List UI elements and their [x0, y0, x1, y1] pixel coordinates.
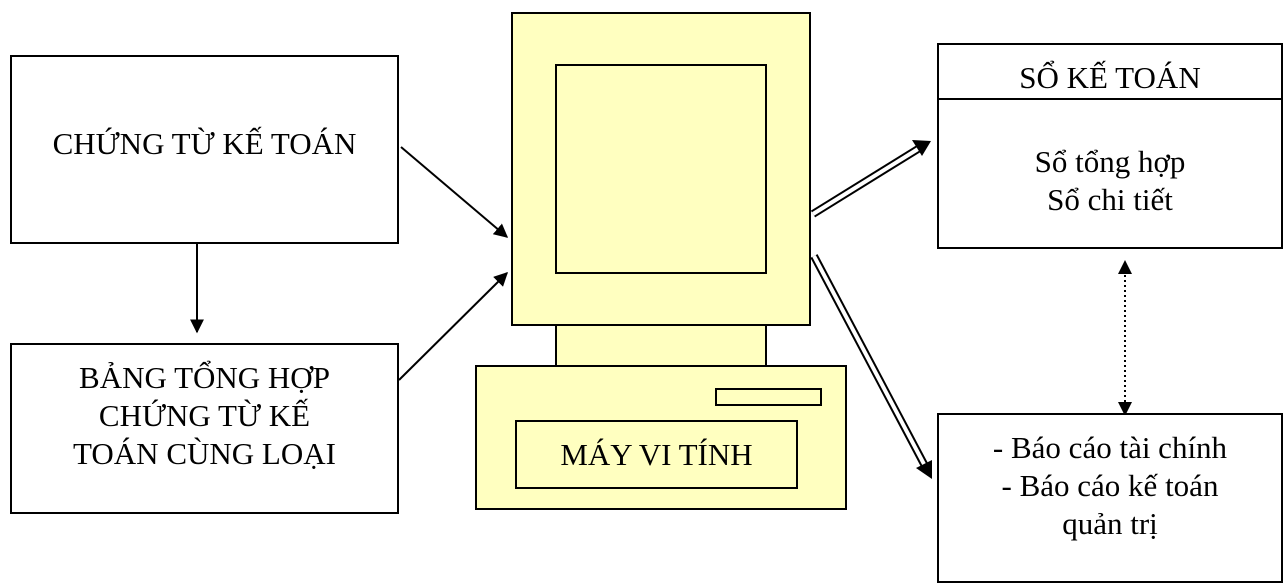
- so-ke-toan-title: SỔ KẾ TOÁN: [1019, 60, 1201, 95]
- double-arrow-computer-to-bao-cao: [810, 254, 932, 479]
- chung-tu-ke-toan-label: CHỨNG TỪ KẾ TOÁN: [52, 126, 357, 161]
- disk-drive-slot: [715, 388, 822, 406]
- bao-cao-label: - Báo cáo tài chính - Báo cáo kế toán qu…: [992, 430, 1228, 541]
- computer-icon: [475, 12, 847, 510]
- monitor-screen: [555, 64, 767, 274]
- dotted-link-so-ke-toan-bao-cao: [1118, 260, 1132, 416]
- so-ke-toan-box: SỔ KẾ TOÁN Sổ tổng hợp Sổ chi tiết: [937, 43, 1283, 249]
- double-arrow-computer-to-so-ke-toan: [810, 140, 931, 218]
- so-ke-toan-body: Sổ tổng hợp Sổ chi tiết: [1034, 144, 1186, 217]
- monitor-stand: [555, 324, 767, 367]
- bang-tong-hop-box: BẢNG TỔNG HỢP CHỨNG TỪ KẾ TOÁN CÙNG LOẠI: [10, 343, 399, 514]
- so-ke-toan-divider: [939, 98, 1281, 100]
- arrow-bang-tong-hop-to-computer: [398, 272, 508, 381]
- may-vi-tinh-label: MÁY VI TÍNH: [515, 420, 798, 489]
- chung-tu-ke-toan-box: CHỨNG TỪ KẾ TOÁN: [10, 55, 399, 244]
- arrow-chung-tu-to-computer: [400, 146, 509, 238]
- bao-cao-box: - Báo cáo tài chính - Báo cáo kế toán qu…: [937, 413, 1283, 583]
- bang-tong-hop-label: BẢNG TỔNG HỢP CHỨNG TỪ KẾ TOÁN CÙNG LOẠI: [73, 360, 336, 471]
